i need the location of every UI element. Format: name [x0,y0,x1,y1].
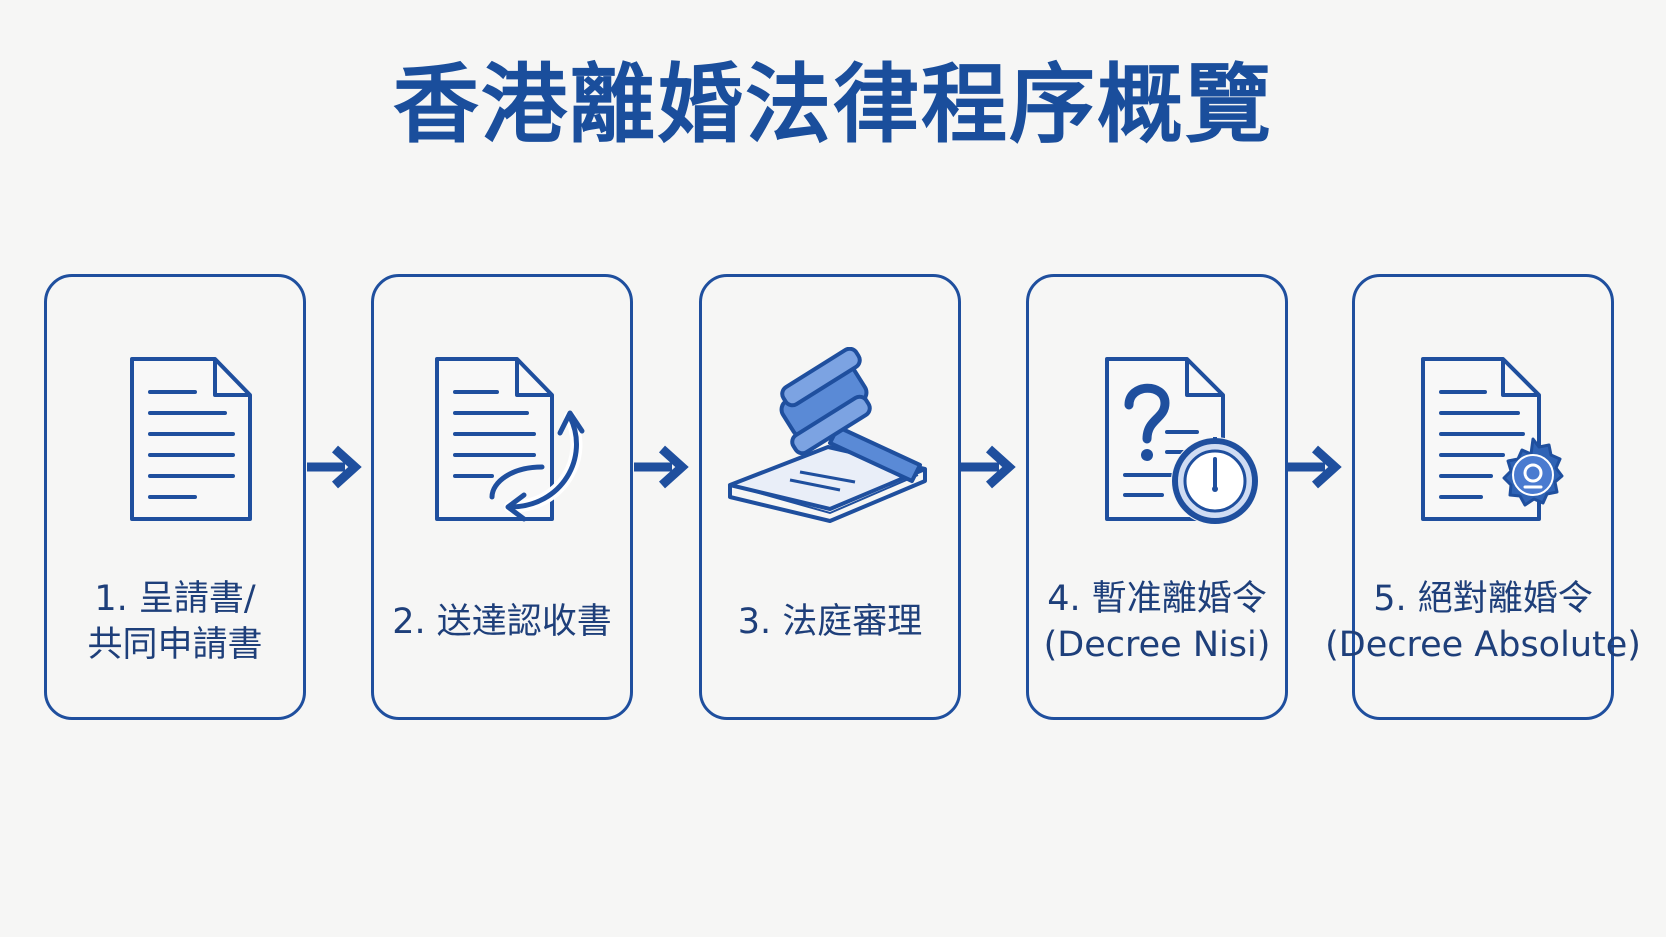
step-label-2: 2. 送達認收書 [374,567,630,677]
step-label-line2: (Decree Absolute) [1325,625,1641,665]
step-label-5: 5. 絕對離婚令 (Decree Absolute) [1325,567,1641,677]
step-label-line2: (Decree Nisi) [1043,625,1271,665]
step-card-1: 1. 呈請書/ 共同申請書 [44,274,306,720]
step-label-line1: 5. 絕對離婚令 [1373,579,1593,619]
step-label-line1: 3. 法庭審理 [737,602,923,642]
page-title: 香港離婚法律程序概覽 [393,55,1273,155]
step-label-4: 4. 暫准離婚令 (Decree Nisi) [1029,567,1285,677]
step-label-line1: 2. 送達認收書 [392,602,612,642]
step-label-line1: 1. 呈請書/ [94,579,256,619]
step-label-3: 3. 法庭審理 [702,567,958,677]
step-label-line2: 共同申請書 [87,625,263,665]
step-label-1: 1. 呈請書/ 共同申請書 [47,567,303,677]
document-question-clock-icon [1047,347,1267,527]
step-card-3: 3. 法庭審理 [699,274,961,720]
document-icon [65,347,285,527]
document-seal-icon [1373,347,1593,527]
arrow-right-icon [959,443,1017,491]
step-label-line1: 4. 暫准離婚令 [1047,579,1267,619]
step-card-5: 5. 絕對離婚令 (Decree Absolute) [1325,274,1641,720]
step-card-2: 2. 送達認收書 [371,274,633,720]
arrow-right-icon [305,443,363,491]
arrow-right-icon [632,443,690,491]
arrow-right-icon [1285,443,1343,491]
document-exchange-icon [392,347,612,527]
gavel-book-icon [720,347,940,527]
step-card-4: 4. 暫准離婚令 (Decree Nisi) [1026,274,1288,720]
